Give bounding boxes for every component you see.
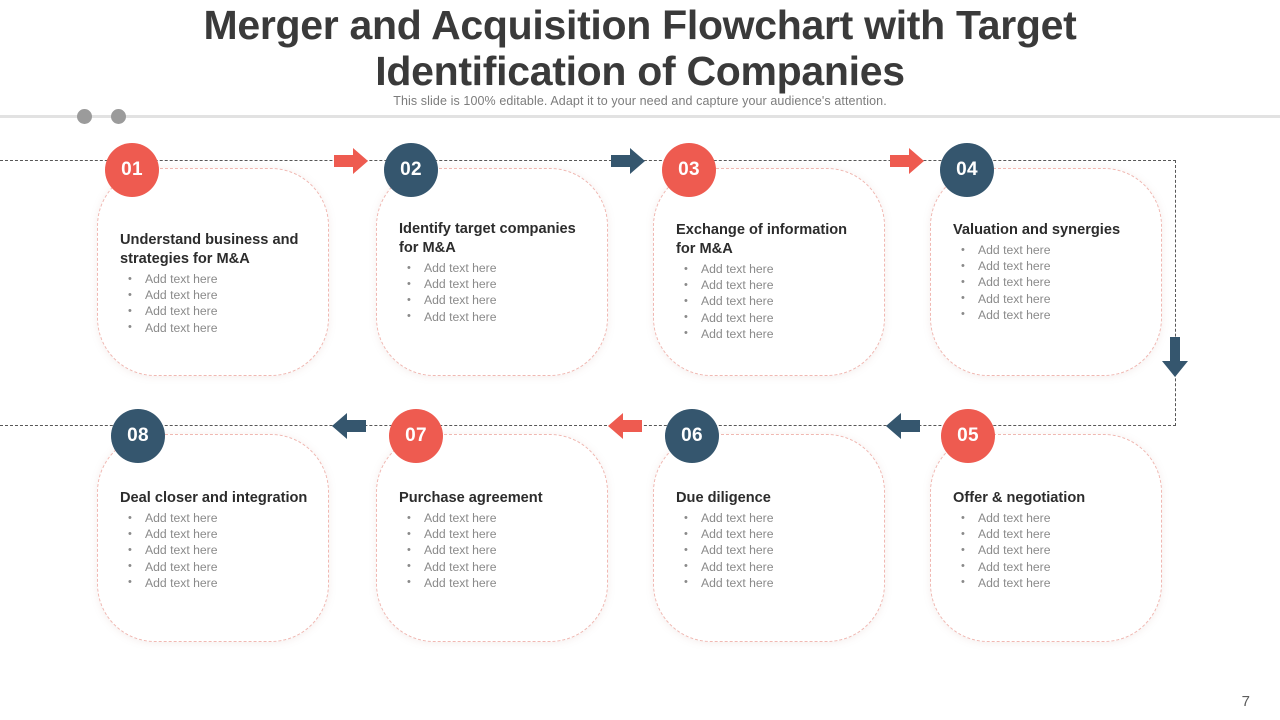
- step-bullets: Add text here Add text here Add text her…: [955, 509, 1145, 591]
- header-dot-icon: [77, 109, 92, 124]
- bullet-item: Add text here: [678, 277, 868, 293]
- step-number: 01: [121, 159, 143, 180]
- step-bullets: Add text here Add text here Add text her…: [401, 259, 591, 325]
- bullet-item: Add text here: [122, 319, 312, 336]
- bullet-item: Add text here: [401, 558, 591, 575]
- step-badge-07: 07: [389, 409, 443, 463]
- bullet-item: Add text here: [678, 260, 868, 277]
- step-badge-04: 04: [940, 143, 994, 197]
- page-number: 7: [1241, 693, 1250, 710]
- bullet-item: Add text here: [955, 290, 1145, 307]
- step-number: 02: [400, 159, 422, 180]
- bullet-item: Add text here: [955, 258, 1145, 274]
- arrow-03-to-04: [890, 146, 924, 176]
- bullet-item: Add text here: [678, 558, 868, 575]
- bullet-item: Add text here: [122, 574, 312, 591]
- bullet-item: Add text here: [401, 526, 591, 542]
- step-title: Valuation and synergies: [953, 222, 1121, 238]
- step-title: Understand business and strategies for M…: [120, 232, 299, 267]
- bullet-item: Add text here: [955, 574, 1145, 591]
- bullet-item: Add text here: [122, 270, 312, 287]
- bullet-item: Add text here: [122, 526, 312, 542]
- arrow-04-to-05: [1160, 337, 1190, 377]
- step-card-04[interactable]: Valuation and synergies Add text here Ad…: [930, 168, 1162, 376]
- arrow-06-to-07: [608, 411, 642, 441]
- bullet-item: Add text here: [401, 308, 591, 325]
- step-card-06[interactable]: Due diligence Add text here Add text her…: [653, 434, 885, 642]
- bullet-item: Add text here: [122, 509, 312, 526]
- bullet-item: Add text here: [678, 293, 868, 309]
- bullet-item: Add text here: [401, 574, 591, 591]
- bullet-item: Add text here: [122, 303, 312, 319]
- bullet-item: Add text here: [401, 292, 591, 308]
- step-bullets: Add text here Add text here Add text her…: [122, 270, 312, 336]
- step-card-05[interactable]: Offer & negotiation Add text here Add te…: [930, 434, 1162, 642]
- bullet-item: Add text here: [401, 542, 591, 558]
- step-number: 05: [957, 425, 979, 446]
- step-number: 08: [127, 425, 149, 446]
- connector-line-right-vertical: [1175, 160, 1176, 426]
- bullet-item: Add text here: [955, 558, 1145, 575]
- bullet-item: Add text here: [122, 542, 312, 558]
- arrow-01-to-02: [334, 146, 368, 176]
- bullet-item: Add text here: [955, 306, 1145, 323]
- bullet-item: Add text here: [401, 276, 591, 292]
- bullet-item: Add text here: [122, 287, 312, 303]
- step-card-02[interactable]: Identify target companies for M&A Add te…: [376, 168, 608, 376]
- connector-line-row1: [0, 160, 1176, 161]
- arrow-02-to-03: [611, 146, 645, 176]
- step-title: Offer & negotiation: [953, 490, 1086, 506]
- arrow-07-to-08: [332, 411, 366, 441]
- step-badge-01: 01: [105, 143, 159, 197]
- step-number: 04: [956, 159, 978, 180]
- arrow-05-to-06: [886, 411, 920, 441]
- step-title: Deal closer and integration: [120, 490, 308, 506]
- step-number: 07: [405, 425, 427, 446]
- bullet-item: Add text here: [955, 509, 1145, 526]
- connector-line-row2: [0, 425, 1176, 426]
- bullet-item: Add text here: [678, 325, 868, 342]
- bullet-item: Add text here: [678, 309, 868, 326]
- step-card-08[interactable]: Deal closer and integration Add text her…: [97, 434, 329, 642]
- bullet-item: Add text here: [955, 241, 1145, 258]
- bullet-item: Add text here: [955, 526, 1145, 542]
- bullet-item: Add text here: [678, 574, 868, 591]
- step-card-07[interactable]: Purchase agreement Add text here Add tex…: [376, 434, 608, 642]
- step-number: 03: [678, 159, 700, 180]
- step-title: Purchase agreement: [399, 490, 543, 506]
- step-badge-02: 02: [384, 143, 438, 197]
- step-card-03[interactable]: Exchange of information for M&A Add text…: [653, 168, 885, 376]
- step-title: Identify target companies for M&A: [399, 221, 576, 256]
- bullet-item: Add text here: [401, 259, 591, 276]
- bullet-item: Add text here: [401, 509, 591, 526]
- step-bullets: Add text here Add text here Add text her…: [955, 241, 1145, 323]
- bullet-item: Add text here: [955, 274, 1145, 290]
- bullet-item: Add text here: [678, 526, 868, 542]
- bullet-item: Add text here: [678, 509, 868, 526]
- page-title: Merger and Acquisition Flowchart with Ta…: [203, 2, 1077, 94]
- step-bullets: Add text here Add text here Add text her…: [401, 509, 591, 591]
- step-card-01[interactable]: Understand business and strategies for M…: [97, 168, 329, 376]
- step-bullets: Add text here Add text here Add text her…: [678, 260, 868, 342]
- step-bullets: Add text here Add text here Add text her…: [678, 509, 868, 591]
- step-number: 06: [681, 425, 703, 446]
- header-dot-icon: [111, 109, 126, 124]
- step-bullets: Add text here Add text here Add text her…: [122, 509, 312, 591]
- step-badge-03: 03: [662, 143, 716, 197]
- step-badge-05: 05: [941, 409, 995, 463]
- step-badge-06: 06: [665, 409, 719, 463]
- step-badge-08: 08: [111, 409, 165, 463]
- step-title: Exchange of information for M&A: [676, 222, 848, 257]
- page-subtitle: This slide is 100% editable. Adapt it to…: [393, 94, 887, 108]
- step-title: Due diligence: [676, 490, 771, 506]
- bullet-item: Add text here: [678, 542, 868, 558]
- bullet-item: Add text here: [122, 558, 312, 575]
- bullet-item: Add text here: [955, 542, 1145, 558]
- header-divider: [0, 115, 1280, 118]
